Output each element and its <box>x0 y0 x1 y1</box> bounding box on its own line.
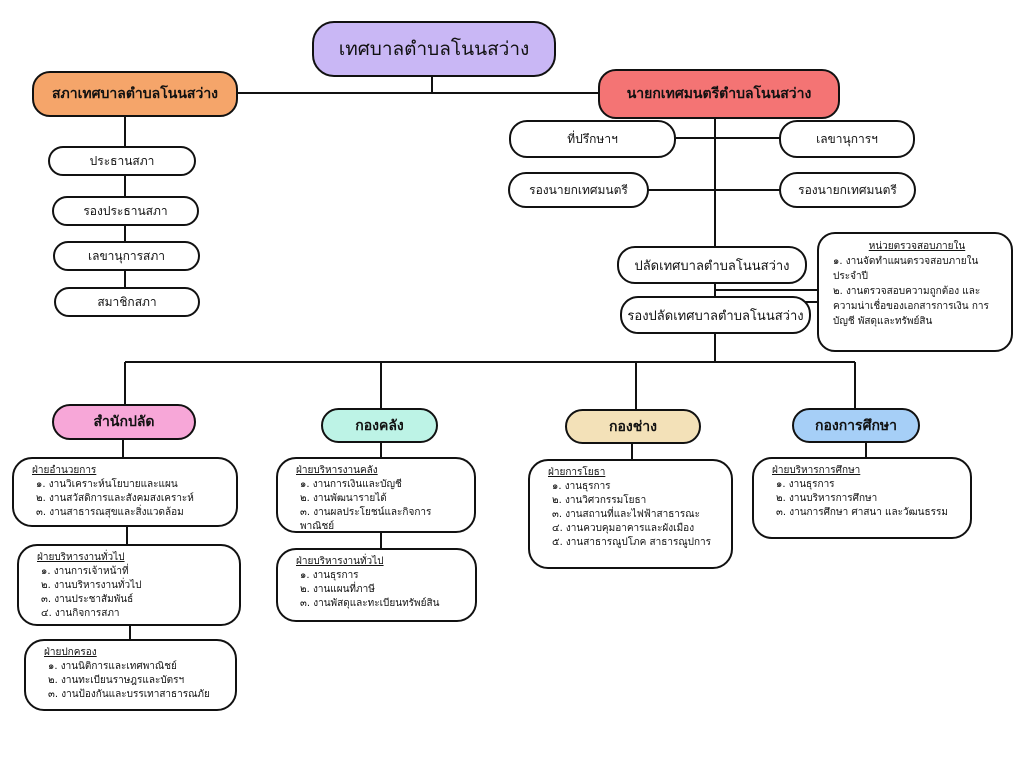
section-card: ฝ่ายการโยธา ๑. งานธุรการ ๒. งานวิศวกรรมโ… <box>528 459 733 569</box>
deputy-mayor-right: รองนายกเทศมนตรี <box>779 172 916 208</box>
mayor-title: นายกเทศมนตรีตำบลโนนสว่าง <box>626 86 812 102</box>
clerk-box: ปลัดเทศบาลตำบลโนนสว่าง <box>617 246 807 284</box>
council-member-president: ประธานสภา <box>48 146 196 176</box>
dept-header-office: สำนักปลัด <box>52 404 196 440</box>
section-card: ฝ่ายปกครอง ๑. งานนิติการและเทศพาณิชย์ ๒.… <box>24 639 237 711</box>
council-box: สภาเทศบาลตำบลโนนสว่าง <box>32 71 238 117</box>
top-title: เทศบาลตำบลโนนสว่าง <box>338 38 530 60</box>
council-title: สภาเทศบาลตำบลโนนสว่าง <box>51 86 219 102</box>
council-member-secretary: เลขานุการสภา <box>53 241 200 271</box>
deputy-mayor-left: รองนายกเทศมนตรี <box>508 172 649 208</box>
section-card: ฝ่ายบริหารงานทั่วไป ๑. งานธุรการ ๒. งานแ… <box>276 548 477 622</box>
internal-audit-box: หน่วยตรวจสอบภายใน ๑. งานจัดทำแผนตรวจสอบภ… <box>817 232 1013 352</box>
section-card: ฝ่ายบริหารงานคลัง ๑. งานการเงินและบัญชี … <box>276 457 476 533</box>
mayor-advisor: ที่ปรึกษาฯ <box>509 120 676 158</box>
mayor-box: นายกเทศมนตรีตำบลโนนสว่าง <box>598 69 840 119</box>
dept-header-engineering: กองช่าง <box>565 409 701 444</box>
council-member-member: สมาชิกสภา <box>54 287 200 317</box>
internal-audit-title: หน่วยตรวจสอบภายใน <box>868 241 966 252</box>
mayor-secretary: เลขานุการฯ <box>779 120 915 158</box>
deputy-clerk-box: รองปลัดเทศบาลตำบลโนนสว่าง <box>620 296 811 334</box>
top-title-box: เทศบาลตำบลโนนสว่าง <box>312 21 556 77</box>
dept-header-education: กองการศึกษา <box>792 408 920 443</box>
section-card: ฝ่ายบริหารการศึกษา ๑. งานธุรการ ๒. งานบร… <box>752 457 972 539</box>
dept-header-finance: กองคลัง <box>321 408 438 443</box>
council-member-vice-president: รองประธานสภา <box>52 196 199 226</box>
section-card: ฝ่ายบริหารงานทั่วไป ๑. งานการเจ้าหน้าที่… <box>17 544 241 626</box>
section-card: ฝ่ายอำนวยการ ๑. งานวิเคราะห์นโยบายและแผน… <box>12 457 238 527</box>
